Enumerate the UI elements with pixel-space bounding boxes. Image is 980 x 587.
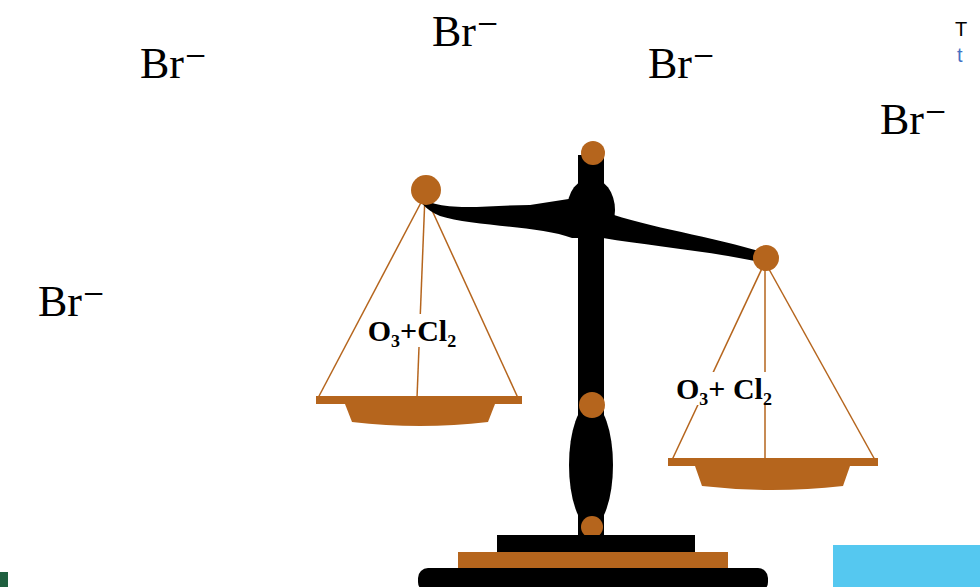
formula-text: O₃+ Cl₂ <box>674 372 774 405</box>
formula-text: O₃+Cl₂ <box>366 314 458 347</box>
pan-contents: O₃+Cl₂ <box>366 314 458 347</box>
ion-label: Br⁻ <box>432 8 499 56</box>
cut-off-text: T <box>955 18 967 40</box>
cut-off-text: t <box>957 44 963 66</box>
pan-contents: O₃+ Cl₂ <box>674 372 774 405</box>
ion-label: Br⁻ <box>880 96 947 144</box>
ion-label: Br⁻ <box>140 40 207 88</box>
ion-label: Br⁻ <box>648 40 715 88</box>
ion-label: Br⁻ <box>38 278 105 326</box>
